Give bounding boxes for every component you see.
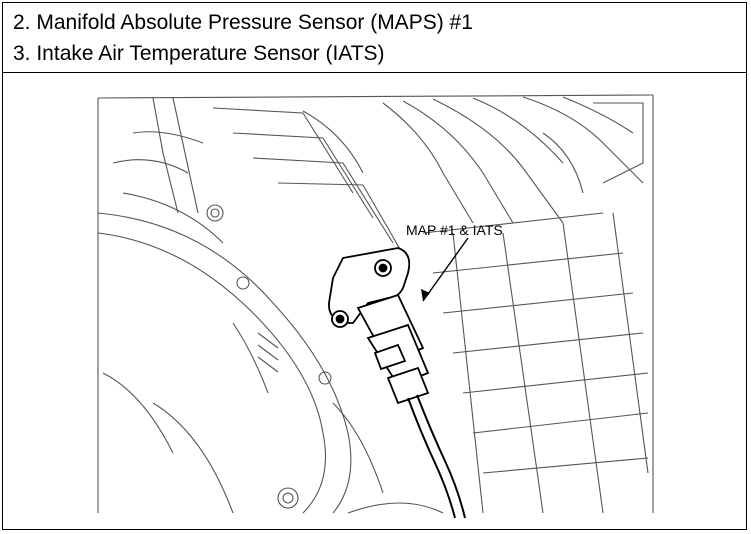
sensor-wire: [407, 397, 456, 519]
sensor-wire-outer: [416, 394, 466, 519]
caption-line-iats: 3. Intake Air Temperature Sensor (IATS): [13, 42, 385, 65]
callout-leader-line: [422, 237, 469, 302]
callout-arrowhead: [421, 289, 430, 301]
intake-manifold-sketch: [97, 94, 654, 514]
callout-label: MAP #1 & IATS: [406, 222, 503, 238]
map-iats-sensor: [328, 247, 430, 405]
caption-line-maps: 2. Manifold Absolute Pressure Sensor (MA…: [13, 11, 473, 34]
caption-header: 2. Manifold Absolute Pressure Sensor (MA…: [3, 3, 746, 73]
sensor-location-figure: MAP #1 & IATS: [3, 73, 746, 529]
engine-line-drawing: MAP #1 & IATS: [97, 94, 654, 519]
